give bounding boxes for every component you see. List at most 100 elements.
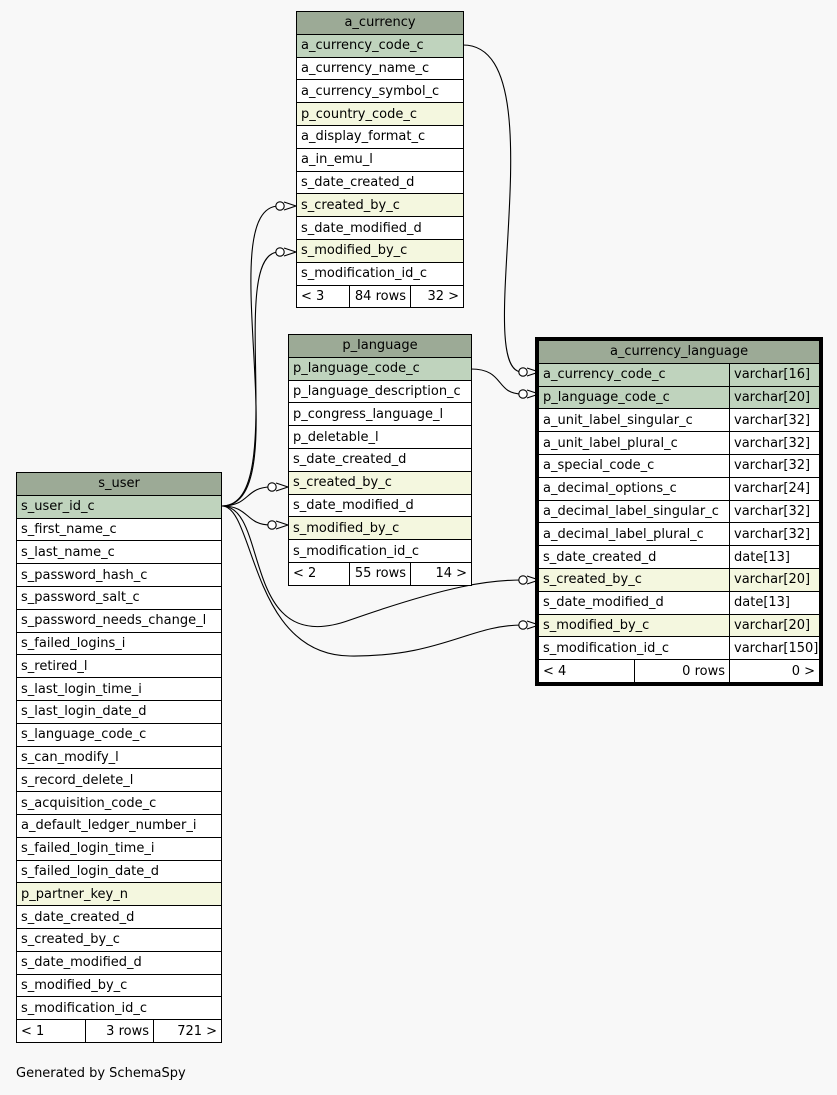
column-row[interactable]: s_language_code_c: [15, 722, 223, 747]
column-name: s_last_login_date_d: [15, 699, 223, 724]
column-type: date[13]: [728, 545, 821, 569]
column-name: a_currency_name_c: [295, 56, 465, 81]
column-row[interactable]: s_modification_id_c: [287, 539, 473, 563]
children-link[interactable]: 32 >: [409, 284, 465, 309]
column-row[interactable]: a_currency_name_c: [295, 56, 465, 81]
column-type: varchar[32]: [728, 453, 821, 478]
column-row[interactable]: s_failed_login_time_i: [15, 836, 223, 861]
column-name: s_modified_by_c: [538, 613, 730, 638]
column-row[interactable]: p_country_code_c: [295, 102, 465, 126]
column-row[interactable]: s_modification_id_c: [295, 261, 465, 286]
column-row[interactable]: s_can_modify_l: [15, 745, 223, 770]
column-row[interactable]: s_date_created_d: [287, 447, 473, 472]
column-name: a_decimal_label_plural_c: [538, 522, 730, 547]
column-row[interactable]: s_record_delete_l: [15, 768, 223, 793]
column-name: s_modification_id_c: [15, 996, 223, 1021]
column-row[interactable]: p_language_description_c: [287, 379, 473, 404]
column-row[interactable]: a_currency_symbol_c: [295, 79, 465, 104]
column-row[interactable]: s_failed_logins_i: [15, 631, 223, 656]
column-row[interactable]: a_in_emu_l: [295, 147, 465, 172]
column-name: s_password_salt_c: [15, 585, 223, 610]
column-row[interactable]: s_created_by_c: [287, 470, 473, 495]
children-link[interactable]: 14 >: [409, 561, 473, 586]
column-row[interactable]: s_modified_by_c: [295, 238, 465, 263]
column-name: s_can_modify_l: [15, 745, 223, 770]
column-row[interactable]: s_last_login_time_i: [15, 677, 223, 701]
column-row[interactable]: s_password_hash_c: [15, 563, 223, 587]
column-row[interactable]: a_default_ledger_number_i: [15, 813, 223, 838]
table-name[interactable]: a_currency_language: [537, 340, 821, 364]
column-name: s_created_by_c: [538, 567, 730, 592]
parents-link[interactable]: < 4: [538, 659, 635, 683]
children-link[interactable]: 721 >: [152, 1019, 223, 1043]
column-row[interactable]: p_congress_language_l: [287, 402, 473, 427]
generated-by-label: Generated by SchemaSpy: [16, 1066, 186, 1081]
column-row[interactable]: s_user_id_c: [15, 494, 223, 519]
column-name: s_modification_id_c: [287, 539, 473, 563]
column-name: a_currency_code_c: [538, 362, 730, 387]
column-row[interactable]: a_currency_code_c: [295, 33, 465, 58]
parents-link[interactable]: < 2: [288, 561, 350, 586]
column-row[interactable]: s_date_modified_d: [295, 216, 465, 240]
column-type: varchar[32]: [728, 431, 821, 455]
column-row[interactable]: p_language_code_c: [287, 356, 473, 381]
table-name[interactable]: p_language: [287, 334, 473, 358]
column-row[interactable]: s_password_salt_c: [15, 585, 223, 610]
column-row[interactable]: a_display_format_c: [295, 124, 465, 149]
column-name: s_record_delete_l: [15, 768, 223, 793]
column-row[interactable]: s_date_modified_d: [15, 950, 223, 975]
column-name: a_unit_label_plural_c: [538, 431, 730, 455]
table-name[interactable]: s_user: [15, 472, 223, 496]
column-type: varchar[32]: [728, 522, 821, 547]
column-name: s_date_modified_d: [295, 216, 465, 240]
parents-link[interactable]: < 3: [296, 284, 350, 309]
column-row[interactable]: s_date_created_d: [15, 905, 223, 929]
column-row[interactable]: p_partner_key_n: [15, 882, 223, 907]
column-row[interactable]: s_retired_l: [15, 654, 223, 679]
column-row[interactable]: s_created_by_c: [15, 927, 223, 952]
column-row[interactable]: s_modification_id_c: [15, 996, 223, 1021]
row-count: 55 rows: [349, 561, 411, 586]
children-link[interactable]: 0 >: [728, 659, 821, 683]
column-name: s_date_created_d: [15, 905, 223, 929]
column-row[interactable]: s_password_needs_change_l: [15, 608, 223, 633]
column-row[interactable]: s_last_login_date_d: [15, 699, 223, 724]
row-count: 0 rows: [634, 659, 730, 683]
edge-currency-code: [462, 44, 523, 373]
table-name[interactable]: a_currency: [295, 11, 465, 35]
column-row[interactable]: s_last_name_c: [15, 540, 223, 565]
column-name: s_modified_by_c: [295, 238, 465, 263]
column-name: a_in_emu_l: [295, 147, 465, 172]
column-row[interactable]: s_date_created_d: [295, 170, 465, 195]
column-name: s_retired_l: [15, 654, 223, 679]
column-row[interactable]: s_modified_by_c: [15, 973, 223, 998]
column-row[interactable]: s_acquisition_code_c: [15, 791, 223, 815]
column-row[interactable]: s_modified_by_c: [287, 516, 473, 541]
column-row[interactable]: s_first_name_c: [15, 517, 223, 542]
column-name: s_last_name_c: [15, 540, 223, 565]
edge-user-currency-created: [221, 205, 280, 507]
column-row[interactable]: s_created_by_c: [295, 193, 465, 218]
column-type: varchar[32]: [728, 499, 821, 524]
column-row[interactable]: s_date_modified_d: [287, 493, 473, 518]
parents-link[interactable]: < 1: [16, 1019, 86, 1043]
column-row[interactable]: s_failed_login_date_d: [15, 859, 223, 884]
column-row[interactable]: p_deletable_l: [287, 425, 473, 449]
